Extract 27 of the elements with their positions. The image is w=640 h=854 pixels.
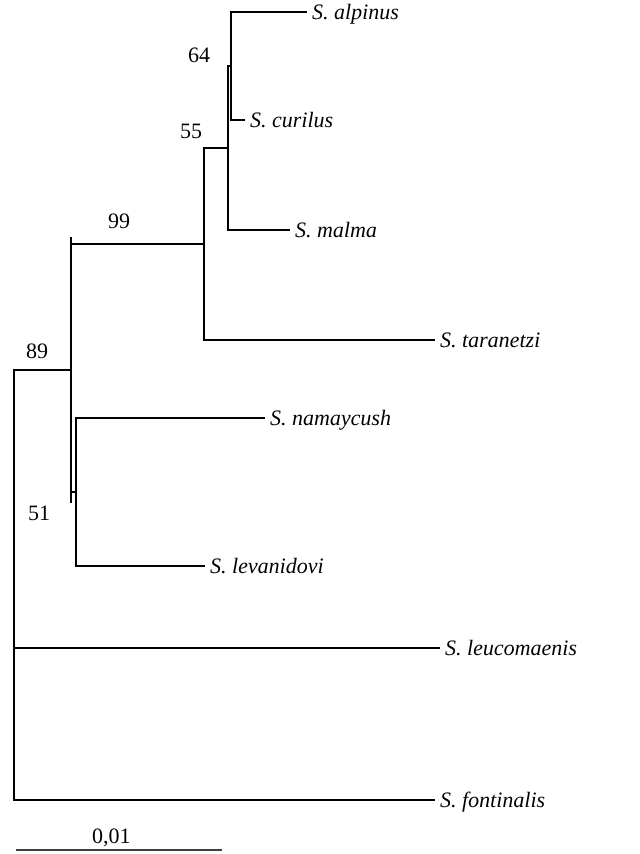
species-label: S. leucomaenis	[440, 635, 577, 661]
bootstrap-value: 99	[108, 208, 130, 234]
bootstrap-value: 89	[26, 338, 48, 364]
tree-branch	[77, 417, 265, 419]
tree-branch	[72, 243, 203, 245]
bootstrap-value: 51	[28, 500, 50, 526]
tree-branch	[229, 229, 290, 231]
species-label: S. namaycush	[265, 405, 391, 431]
species-label: S. alpinus	[307, 0, 399, 25]
bootstrap-value: 64	[188, 42, 210, 68]
tree-branch	[232, 119, 245, 121]
species-label: S. curilus	[245, 107, 334, 133]
tree-branch	[232, 11, 307, 13]
tree-branch	[15, 369, 70, 371]
tree-branch	[205, 339, 435, 341]
tree-branch	[205, 147, 227, 149]
tree-branch	[77, 565, 205, 567]
species-label: S. levanidovi	[205, 553, 324, 579]
tree-branch	[229, 65, 230, 67]
species-label: S. malma	[290, 217, 377, 243]
tree-branch	[15, 647, 440, 649]
tree-branch	[72, 491, 75, 493]
bootstrap-value: 55	[180, 118, 202, 144]
species-label: S. taranetzi	[435, 327, 540, 353]
species-label: S. fontinalis	[435, 787, 546, 813]
scale-value: 0,01	[92, 823, 130, 849]
tree-branch	[15, 799, 435, 801]
